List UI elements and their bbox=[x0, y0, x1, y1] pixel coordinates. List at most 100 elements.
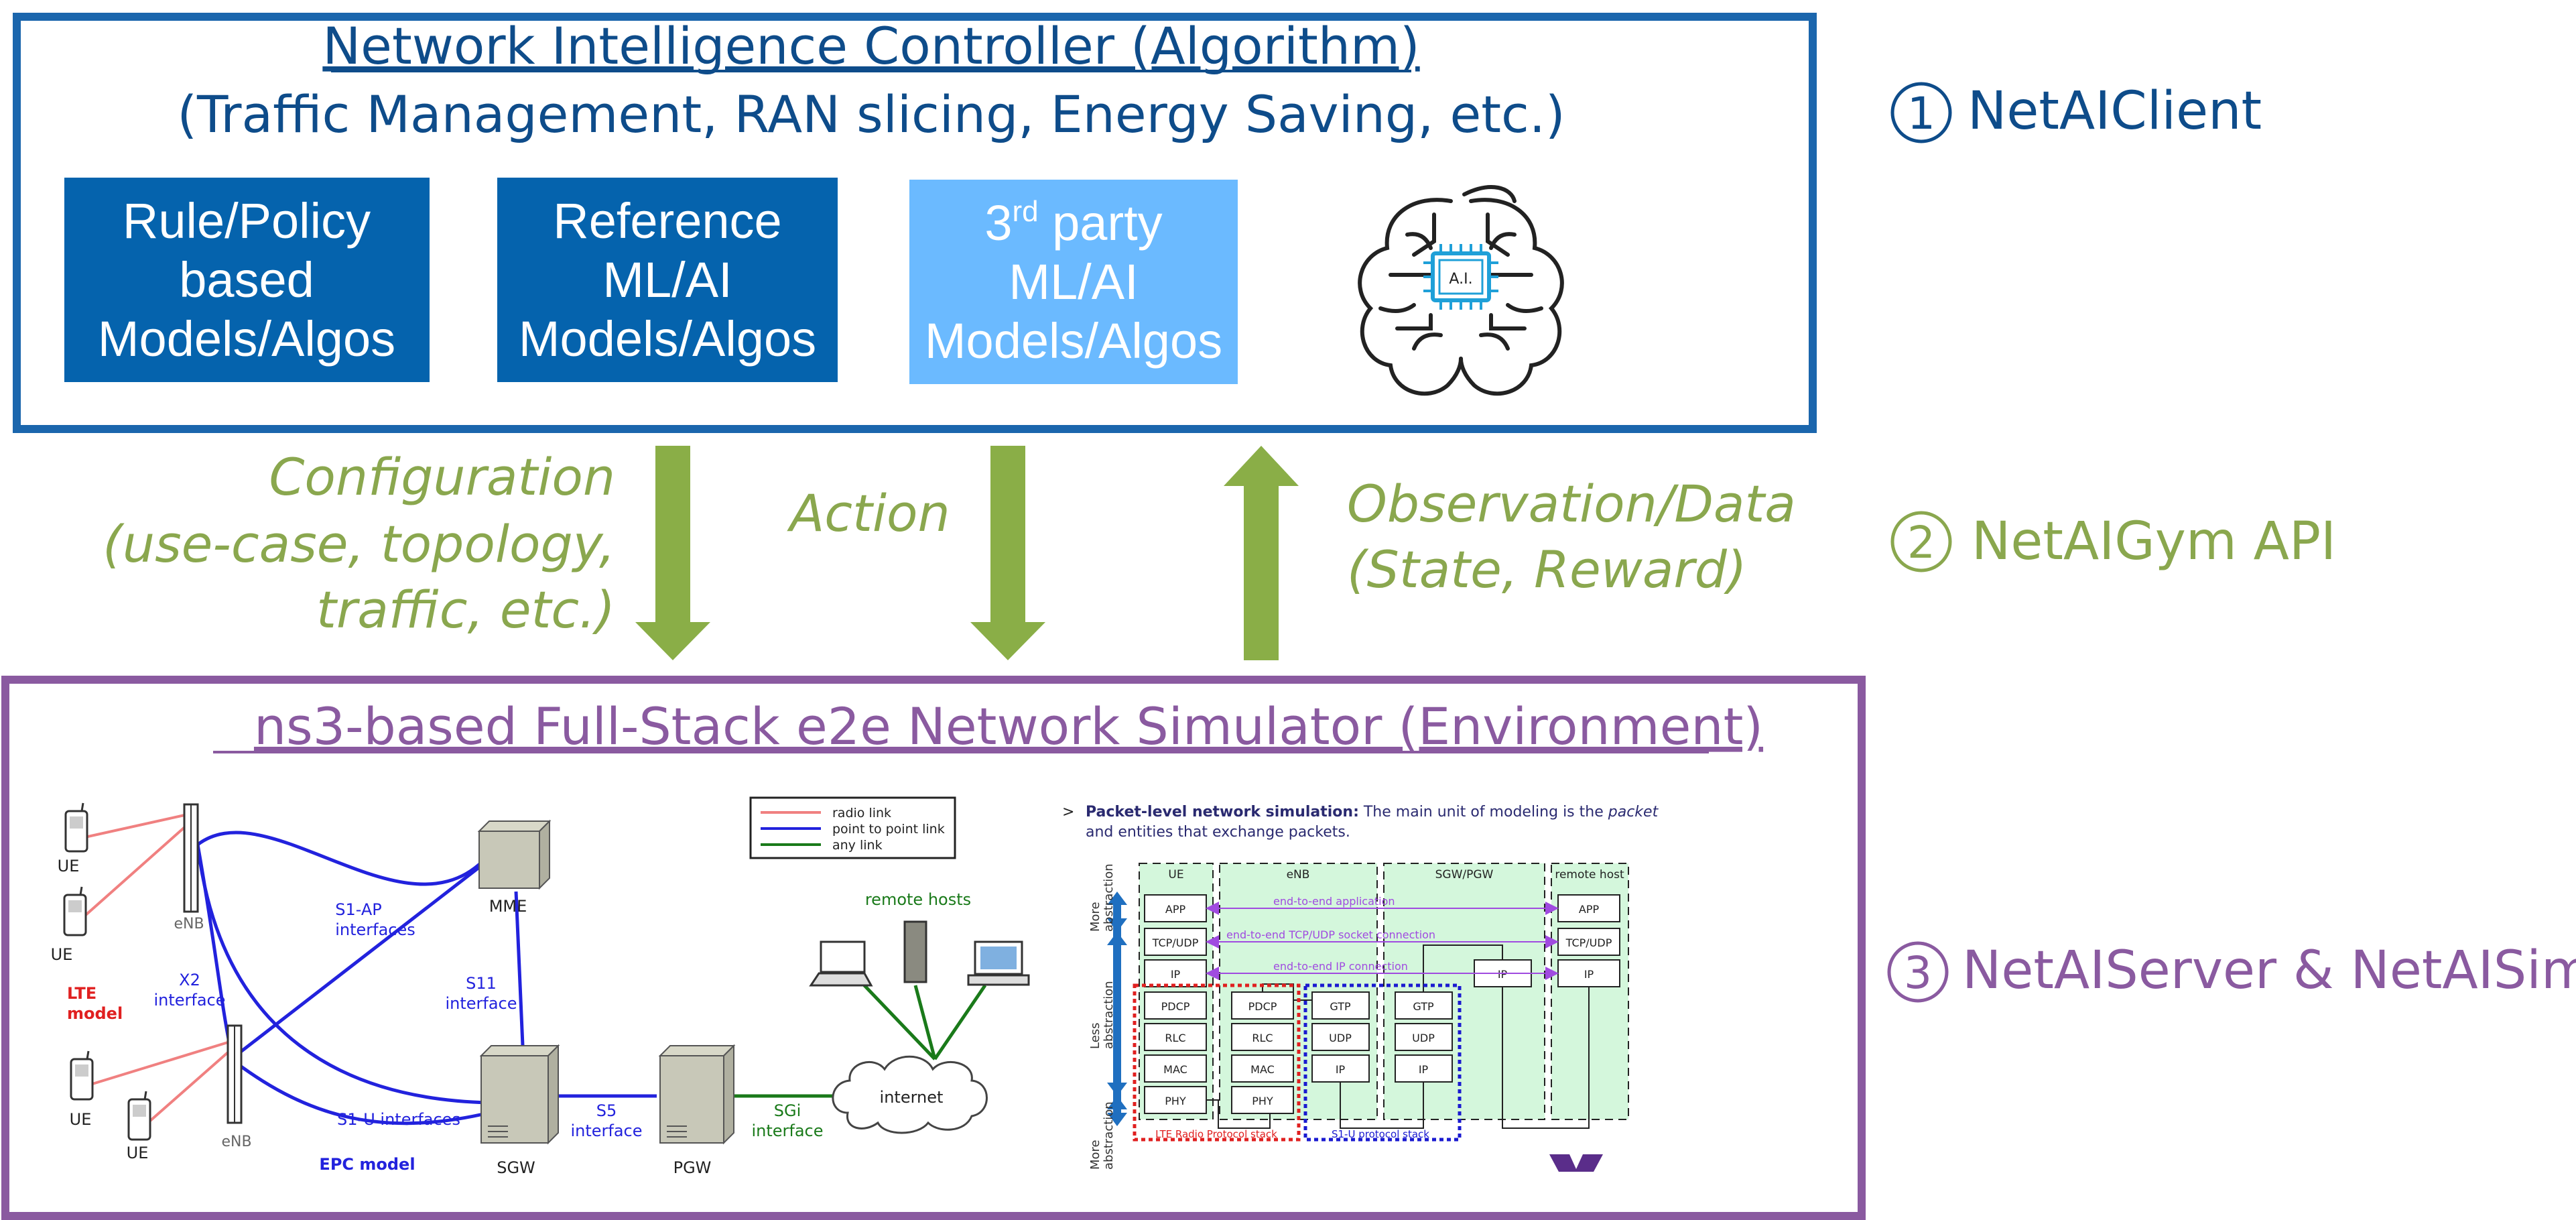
mme-label: MME bbox=[489, 897, 527, 916]
epc-model-label: EPC model bbox=[319, 1155, 415, 1174]
observation-arrow bbox=[1224, 446, 1299, 660]
ue-label-3: UE bbox=[70, 1110, 92, 1129]
stack-description-line-2: and entities that exchange packets. bbox=[1086, 824, 1350, 841]
controller-subtitle: (Traffic Management, RAN slicing, Energy… bbox=[177, 84, 1565, 144]
e2e-connections bbox=[1206, 902, 1559, 980]
more-abstraction-top-2: abstraction bbox=[1102, 863, 1116, 932]
third-party-line-1: 3rd party bbox=[984, 195, 1162, 251]
side-label-2-text: NetAIGym API bbox=[1972, 511, 2336, 572]
configuration-label-2: (use-case, topology, bbox=[103, 514, 615, 574]
topology-legend: radio link point to point link any link bbox=[749, 796, 956, 859]
remote-hosts-label: remote hosts bbox=[865, 890, 971, 909]
column-enb: eNB bbox=[1287, 868, 1310, 881]
server-tower-icon bbox=[903, 920, 927, 983]
s5-label-1: S5 bbox=[596, 1101, 617, 1120]
third-party-ordinal: 3 bbox=[984, 195, 1012, 251]
ue-phone-icon bbox=[64, 802, 88, 853]
third-party-ordinal-sup: rd bbox=[1012, 195, 1038, 228]
legend-any-link: any link bbox=[832, 838, 883, 853]
side-label-netaiclient: 1 NetAIClient bbox=[1890, 81, 2262, 143]
ue-layer-phy: PHY bbox=[1165, 1095, 1186, 1107]
sgw-layer-gtp: GTP bbox=[1413, 1000, 1434, 1013]
sgw-layer-ip: IP bbox=[1419, 1063, 1429, 1076]
stack-text-1: The main unit of modeling is the bbox=[1359, 804, 1608, 820]
sgi-label-2: interface bbox=[751, 1121, 823, 1140]
ue-label-4: UE bbox=[127, 1144, 149, 1162]
remote-layer-tcpudp: TCP/UDP bbox=[1565, 936, 1612, 949]
s11-label-2: interface bbox=[445, 994, 517, 1013]
more-abstraction-bottom-2: abstraction bbox=[1102, 1101, 1116, 1170]
lte-model-label-1: LTE bbox=[67, 984, 96, 1003]
rule-policy-line-1: Rule/Policy bbox=[123, 193, 371, 249]
sgw-server-icon bbox=[479, 1044, 560, 1145]
enb-label-1: eNB bbox=[174, 916, 204, 932]
abstraction-arrows bbox=[1107, 892, 1127, 1126]
x2-label-1: X2 bbox=[179, 971, 200, 989]
enb-layer-mac: MAC bbox=[1250, 1063, 1275, 1076]
action-label: Action bbox=[786, 483, 950, 543]
third-party-line-3: Models/Algos bbox=[925, 313, 1222, 369]
configuration-label-1: Configuration bbox=[269, 447, 615, 507]
reference-mlai-box: Reference ML/AI Models/Algos bbox=[497, 178, 838, 382]
third-party-line-2: ML/AI bbox=[1009, 254, 1138, 310]
stack-text-em: packet bbox=[1608, 804, 1659, 820]
sgi-label-1: SGi bbox=[774, 1101, 801, 1120]
side-label-1-number: 1 bbox=[1907, 88, 1935, 139]
s1u-stack-outline bbox=[1303, 983, 1462, 1142]
rule-policy-box: Rule/Policy based Models/Algos bbox=[64, 178, 430, 382]
conn-application: end-to-end application bbox=[1273, 895, 1395, 908]
ue-layer-ip: IP bbox=[1171, 968, 1181, 981]
reference-line-3: Models/Algos bbox=[519, 311, 816, 367]
ue-stack bbox=[1144, 894, 1207, 1114]
sgw-stack bbox=[1395, 959, 1532, 1083]
column-remote-host: remote host bbox=[1555, 868, 1624, 881]
configuration-label-3: traffic, etc.) bbox=[316, 580, 615, 639]
column-ue: UE bbox=[1168, 868, 1183, 881]
column-sgw-pgw: SGW/PGW bbox=[1435, 868, 1494, 881]
more-abstraction-bottom-1: More bbox=[1088, 1140, 1102, 1170]
ue-layer-mac: MAC bbox=[1163, 1063, 1187, 1076]
enb-layer-udp: UDP bbox=[1329, 1032, 1352, 1044]
enb-layer-phy: PHY bbox=[1252, 1095, 1273, 1107]
pgw-layer-ip: IP bbox=[1498, 968, 1508, 981]
laptop-icon bbox=[809, 940, 873, 987]
stack-bullet: > bbox=[1062, 804, 1074, 820]
enb-layer-gtp: GTP bbox=[1330, 1000, 1351, 1013]
enb-label-2: eNB bbox=[221, 1134, 251, 1150]
stack-description-line-1: Packet-level network simulation: The mai… bbox=[1086, 804, 1659, 820]
controller-title: Network Intelligence Controller (Algorit… bbox=[322, 16, 1419, 76]
reference-line-1: Reference bbox=[553, 193, 781, 249]
reference-line-2: ML/AI bbox=[602, 252, 732, 308]
side-label-netaiserver: 3 NetAIServer & NetAISim bbox=[1887, 940, 2576, 1003]
enb-radio-stack bbox=[1231, 991, 1294, 1114]
action-arrow bbox=[970, 446, 1045, 660]
lte-model-label-2: model bbox=[67, 1004, 123, 1023]
ue-label-1: UE bbox=[58, 857, 80, 875]
x2-label-2: interface bbox=[153, 991, 225, 1010]
ue-phone-icon bbox=[63, 886, 87, 936]
ue-layer-pdcp: PDCP bbox=[1161, 1000, 1190, 1013]
third-party-mlai-box: 3rd party ML/AI Models/Algos bbox=[909, 180, 1238, 384]
ai-chip-label: A.I. bbox=[1449, 271, 1472, 288]
enb-layer-ip: IP bbox=[1336, 1063, 1346, 1076]
rule-policy-line-3: Models/Algos bbox=[98, 311, 395, 367]
enb-tower-icon bbox=[227, 1024, 243, 1124]
conn-ip: end-to-end IP connection bbox=[1273, 960, 1408, 973]
ai-chip-icon: A.I. bbox=[1423, 244, 1498, 310]
simulator-title: ns3-based Full-Stack e2e Network Simulat… bbox=[254, 696, 1763, 756]
ue-layer-tcpudp: TCP/UDP bbox=[1152, 936, 1199, 949]
s1ap-label-2: interfaces bbox=[335, 920, 415, 939]
more-abstraction-top-1: More bbox=[1088, 902, 1102, 932]
side-label-2-number: 2 bbox=[1907, 517, 1935, 568]
legend-p2p-link: point to point link bbox=[832, 822, 945, 837]
conn-tcpudp: end-to-end TCP/UDP socket connection bbox=[1226, 928, 1435, 941]
less-abstraction-2: abstraction bbox=[1102, 981, 1116, 1049]
ue-layer-rlc: RLC bbox=[1165, 1032, 1185, 1044]
ue-phone-icon bbox=[70, 1050, 94, 1101]
ue-phone-icon bbox=[127, 1091, 151, 1141]
side-label-3-number: 3 bbox=[1904, 947, 1932, 999]
legend-radio-link: radio link bbox=[832, 806, 891, 820]
internet-label: internet bbox=[880, 1088, 944, 1107]
